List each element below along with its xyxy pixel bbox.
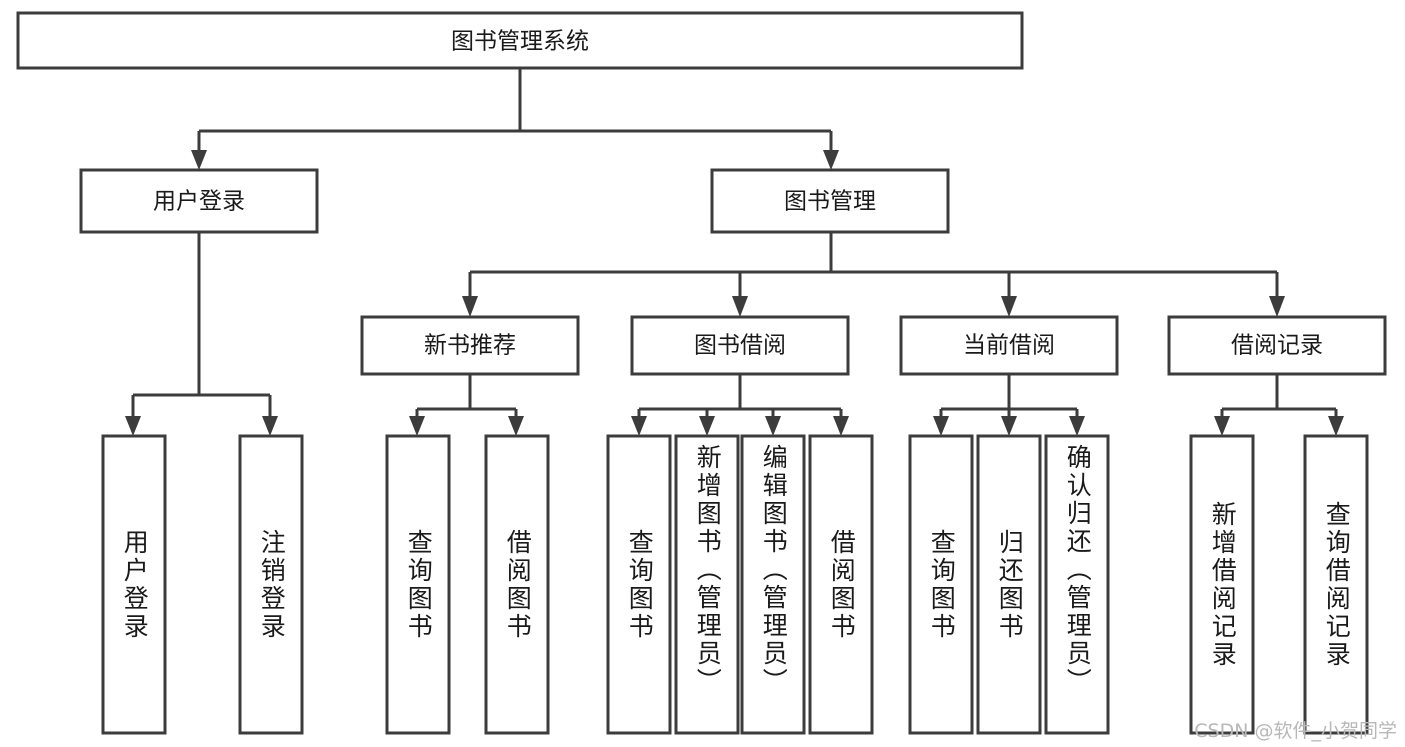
node-root-label: 图书管理系统 [451, 29, 589, 55]
connector-root-to-level2 [191, 68, 839, 170]
leaf-box-add-book[interactable] [674, 434, 740, 735]
node-book-manage[interactable]: 图书管理 [710, 168, 950, 234]
arrowhead-new-book-recommend [462, 296, 478, 317]
leaf-box-query-book-1[interactable] [385, 434, 451, 735]
node-user-login-label: 用户登录 [153, 189, 245, 215]
arrowhead-query-book-2 [631, 416, 647, 436]
arrowhead-edit-book [765, 416, 781, 436]
node-book-manage-box[interactable] [710, 168, 950, 234]
node-book-borrow[interactable]: 图书借阅 [630, 315, 850, 376]
node-current-borrow[interactable]: 当前借阅 [899, 315, 1119, 376]
connector-user-login-to-leaves [125, 232, 278, 436]
connector-book-borrow-to-leaves [631, 374, 849, 436]
leaf-box-logout-login[interactable] [238, 434, 304, 735]
arrowhead-add-record [1214, 416, 1230, 436]
node-book-borrow-label: 图书借阅 [694, 333, 786, 359]
node-new-book-recommend-label: 新书推荐 [424, 333, 516, 359]
node-user-login[interactable]: 用户登录 [79, 168, 319, 234]
node-user-login-box[interactable] [79, 168, 319, 234]
node-current-borrow-label: 当前借阅 [963, 333, 1055, 359]
arrowhead-user-login [191, 150, 207, 170]
arrowhead-query-book-1 [409, 416, 425, 436]
leaf-box-user-login[interactable] [101, 434, 167, 735]
leaf-box-borrow-book-2[interactable] [808, 434, 874, 735]
node-borrow-record-box[interactable] [1167, 315, 1387, 376]
arrowhead-leaf-logout [262, 416, 278, 436]
leaf-box-edit-book[interactable] [740, 434, 806, 735]
node-book-borrow-box[interactable] [630, 315, 850, 376]
arrowhead-borrow-book-2 [833, 416, 849, 436]
connector-current-borrow-to-leaves [933, 374, 1085, 436]
arrowhead-add-book [699, 416, 715, 436]
node-new-book-recommend[interactable]: 新书推荐 [360, 315, 580, 376]
connector-book-manage-to-level3 [462, 232, 1285, 317]
leaf-box-confirm-return[interactable] [1044, 434, 1110, 735]
node-root-box[interactable] [16, 11, 1024, 70]
arrowhead-borrow-record [1269, 296, 1285, 317]
leaf-box-borrow-book-1[interactable] [484, 434, 550, 735]
node-current-borrow-box[interactable] [899, 315, 1119, 376]
arrowhead-confirm-return [1069, 416, 1085, 436]
node-new-book-recommend-box[interactable] [360, 315, 580, 376]
leaf-box-query-book-3[interactable] [908, 434, 974, 735]
watermark-text: CSDN @软件_小贺同学 [1194, 720, 1397, 742]
arrowhead-book-manage [823, 150, 839, 170]
arrowhead-book-borrow [732, 296, 748, 317]
connector-borrow-record-to-leaves [1214, 374, 1344, 436]
arrowhead-query-record [1328, 416, 1344, 436]
arrowhead-query-book-3 [933, 416, 949, 436]
arrowhead-return-book [1001, 416, 1017, 436]
arrowhead-leaf-user-login [125, 416, 141, 436]
connector-new-book-to-leaves [409, 374, 524, 436]
leaf-box-query-book-2[interactable] [606, 434, 672, 735]
node-borrow-record[interactable]: 借阅记录 [1167, 315, 1387, 376]
arrowhead-current-borrow [1001, 296, 1017, 317]
leaf-box-query-record[interactable] [1303, 434, 1369, 735]
node-root[interactable]: 图书管理系统 [16, 11, 1024, 70]
arrowhead-borrow-book-1 [508, 416, 524, 436]
leaf-box-add-record[interactable] [1189, 434, 1255, 735]
node-book-manage-label: 图书管理 [784, 189, 876, 215]
leaf-box-return-book[interactable] [976, 434, 1042, 735]
node-borrow-record-label: 借阅记录 [1231, 333, 1323, 359]
